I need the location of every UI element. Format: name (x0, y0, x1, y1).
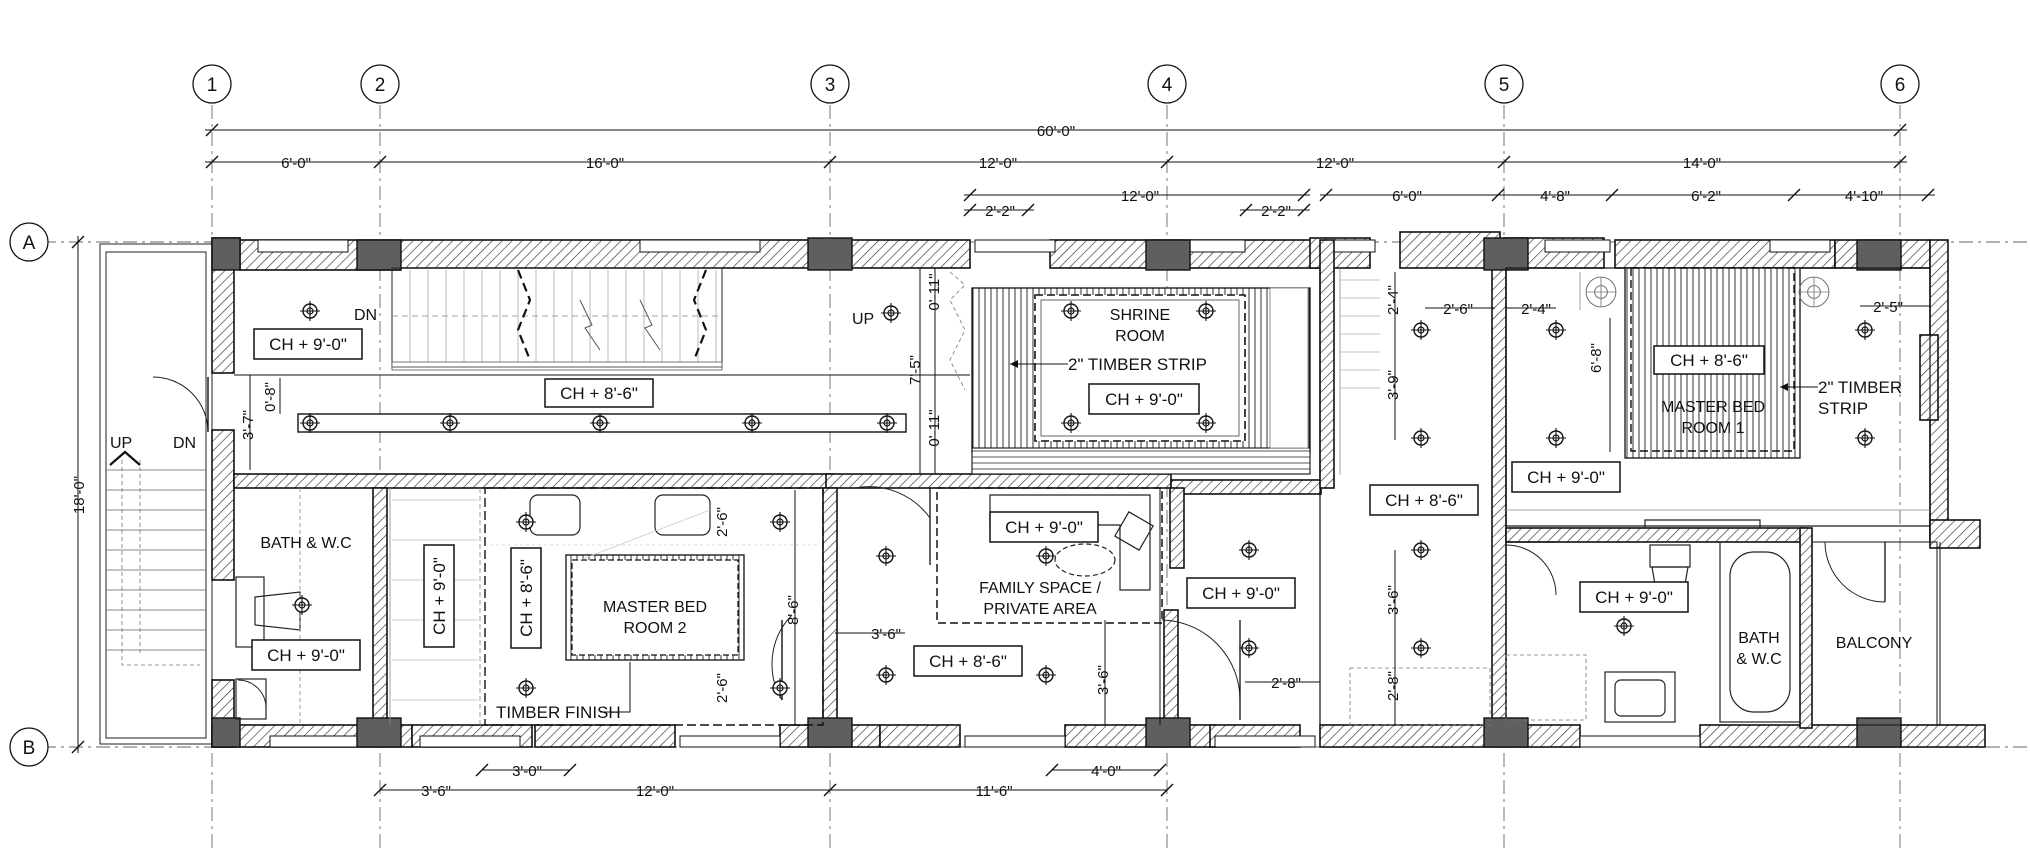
dim-shrine-width: 12'-0" (1121, 188, 1159, 205)
dim-dressing-c: 3'-9" (1385, 370, 1402, 400)
dim-corridor-depth: 3'-7" (240, 410, 257, 440)
master-bed-2: MASTER BED ROOM 2 TIMBER FINISH (484, 487, 824, 726)
ch-tag-master1: CH + 9'-0" (1527, 468, 1605, 487)
dressing-area (1319, 268, 1491, 726)
ch-tag-shrine: CH + 9'-0" (1105, 390, 1183, 409)
dim-bed2-light-b: 2'-6" (714, 673, 731, 703)
master-bed-1-name-2: ROOM 1 (1681, 420, 1744, 437)
dim-landing-mid: 7'-5" (907, 355, 924, 385)
dimension-strings-bottom: 3'-6" 3'-0" 12'-0" 11'-6" 4'-0" (373, 763, 1174, 800)
dim-bay-1-2: 6'-0" (281, 155, 311, 172)
dim-bottom-4: 11'-6" (975, 783, 1012, 800)
dim-landing-a: 0'-11" (926, 273, 943, 310)
balcony-name: BALCONY (1836, 635, 1913, 652)
interior-stair: DN UP (354, 267, 874, 371)
shrine-room-name-2: ROOM (1115, 328, 1165, 345)
family-space-name-1: FAMILY SPACE / (979, 580, 1101, 597)
family-space: FAMILY SPACE / PRIVATE AREA (854, 486, 1241, 725)
ch-tag-hall: CH + 8'-6" (929, 652, 1007, 671)
dim-bay-2-3: 16'-0" (586, 155, 624, 172)
stair-dn-label: DN (173, 435, 196, 452)
ch-tag-bed2: CH + 8'-6" (517, 559, 536, 637)
shrine-room-name-1: SHRINE (1110, 307, 1170, 324)
master-bed-1-name-1: MASTER BED (1661, 399, 1765, 416)
dim-dressing-d: 3'-6" (1385, 585, 1402, 615)
dim-bay-3-4: 12'-0" (979, 155, 1017, 172)
ch-tag-dressing: CH + 8'-6" (1385, 491, 1463, 510)
shrine-room: SHRINE ROOM 2" TIMBER STRIP (971, 287, 1311, 475)
dim-dressing-e: 2'-8" (1385, 671, 1402, 701)
grid-bubble-a: A (23, 233, 36, 254)
dim-bottom-1: 3'-6" (421, 783, 451, 800)
grid-bubble-b: B (23, 738, 36, 759)
shrine-timber-strip: 2" TIMBER STRIP (1068, 355, 1207, 374)
dim-family-right-2: 2'-8" (1271, 675, 1301, 692)
dim-family-right: 3'-6" (1095, 665, 1112, 695)
master-bed-2-name-2: ROOM 2 (623, 620, 686, 637)
landing (934, 268, 966, 474)
ch-tag-stair: CH + 9'-0" (269, 335, 347, 354)
internal-dimensions: 3'-7" 0'-8" 0'-11" 7'-5" 0'-11" 2'-6" 8'… (240, 268, 1930, 725)
ch-tag-closet: CH + 9'-0" (430, 557, 449, 635)
ch-tag-corridor: CH + 8'-6" (560, 384, 638, 403)
dim-bottom-5: 4'-0" (1091, 763, 1121, 780)
dim-bed2-light-a: 2'-6" (714, 507, 731, 537)
bath-wc-right-name-1: BATH (1738, 630, 1779, 647)
ch-tag-bath1: CH + 9'-0" (267, 646, 345, 665)
grid-bubble-1: 1 (207, 75, 218, 96)
grid-bubble-3: 3 (825, 75, 836, 96)
dim-landing-b: 0'-11" (926, 409, 943, 446)
ch-tag-passage: CH + 9'-0" (1202, 584, 1280, 603)
dim-overall-depth: 18'-0" (71, 476, 88, 514)
timber-finish-label: TIMBER FINISH (496, 703, 621, 722)
stair-top-up: UP (852, 311, 874, 328)
dimension-strings-top: 60'-0" 6'-0" 16'-0" 12'-0" 12'-0" 14'-0"… (205, 123, 1935, 220)
columns (211, 237, 1902, 748)
exterior-stair: UP DN (99, 243, 213, 745)
ceiling-height-tags: CH + 9'-0" CH + 8'-6" CH + 9'-0" CH + 8'… (251, 328, 1765, 677)
dim-upper-2: 4'-8" (1540, 188, 1570, 205)
grid-bubble-4: 4 (1162, 75, 1173, 96)
stair-top-dn: DN (354, 307, 377, 324)
grid-bubbles: 1 2 3 4 5 6 A B (9, 64, 1920, 767)
bath-wc-right-name-2: & W.C (1736, 651, 1781, 668)
dim-family-left: 3'-6" (871, 626, 901, 643)
family-space-name-2: PRIVATE AREA (983, 601, 1097, 618)
dim-dressing-a: 2'-4" (1385, 285, 1402, 315)
bath-wc-left: BATH & W.C (235, 488, 352, 725)
dim-bay-5-6: 14'-0" (1683, 155, 1721, 172)
dim-bottom-3: 12'-0" (636, 783, 674, 800)
dim-upper-1: 6'-0" (1392, 188, 1422, 205)
dim-overall: 60'-0" (1037, 123, 1075, 140)
dim-upper-3: 6'-2" (1691, 188, 1721, 205)
master-bed-1-timber-2: STRIP (1818, 399, 1868, 418)
dimension-depth: 18'-0" (71, 235, 88, 754)
dim-corridor-light: 0'-8" (262, 382, 279, 412)
master-bed-1-timber-1: 2" TIMBER (1818, 378, 1902, 397)
ch-tag-family: CH + 9'-0" (1005, 518, 1083, 537)
balcony: BALCONY (1811, 541, 1941, 726)
ch-tag-bath2: CH + 9'-0" (1595, 588, 1673, 607)
dim-bay-4-5: 12'-0" (1316, 155, 1354, 172)
dim-shrine-left: 2'-2" (985, 203, 1015, 220)
grid-bubble-6: 6 (1895, 75, 1906, 96)
dim-shrine-right: 2'-2" (1261, 203, 1291, 220)
dim-bed2-height: 8'-6" (785, 595, 802, 625)
dim-bed1-c: 2'-5" (1873, 299, 1903, 316)
dim-dressing-b: 2'-6" (1443, 301, 1473, 318)
ch-tag-master1-timber: CH + 8'-6" (1670, 351, 1748, 370)
dim-upper-4: 4'-10" (1845, 188, 1883, 205)
grid-bubble-5: 5 (1499, 75, 1510, 96)
bath-wc-left-name: BATH & W.C (260, 535, 351, 552)
master-bed-2-name-1: MASTER BED (603, 599, 707, 616)
stair-up-label: UP (110, 435, 132, 452)
bath-wc-right: BATH & W.C (1505, 541, 1801, 723)
dim-bottom-2: 3'-0" (512, 763, 542, 780)
dim-bed1-b: 6'-8" (1588, 343, 1605, 373)
grid-bubble-2: 2 (375, 75, 386, 96)
dim-bed1-a: 2'-4" (1521, 301, 1551, 318)
